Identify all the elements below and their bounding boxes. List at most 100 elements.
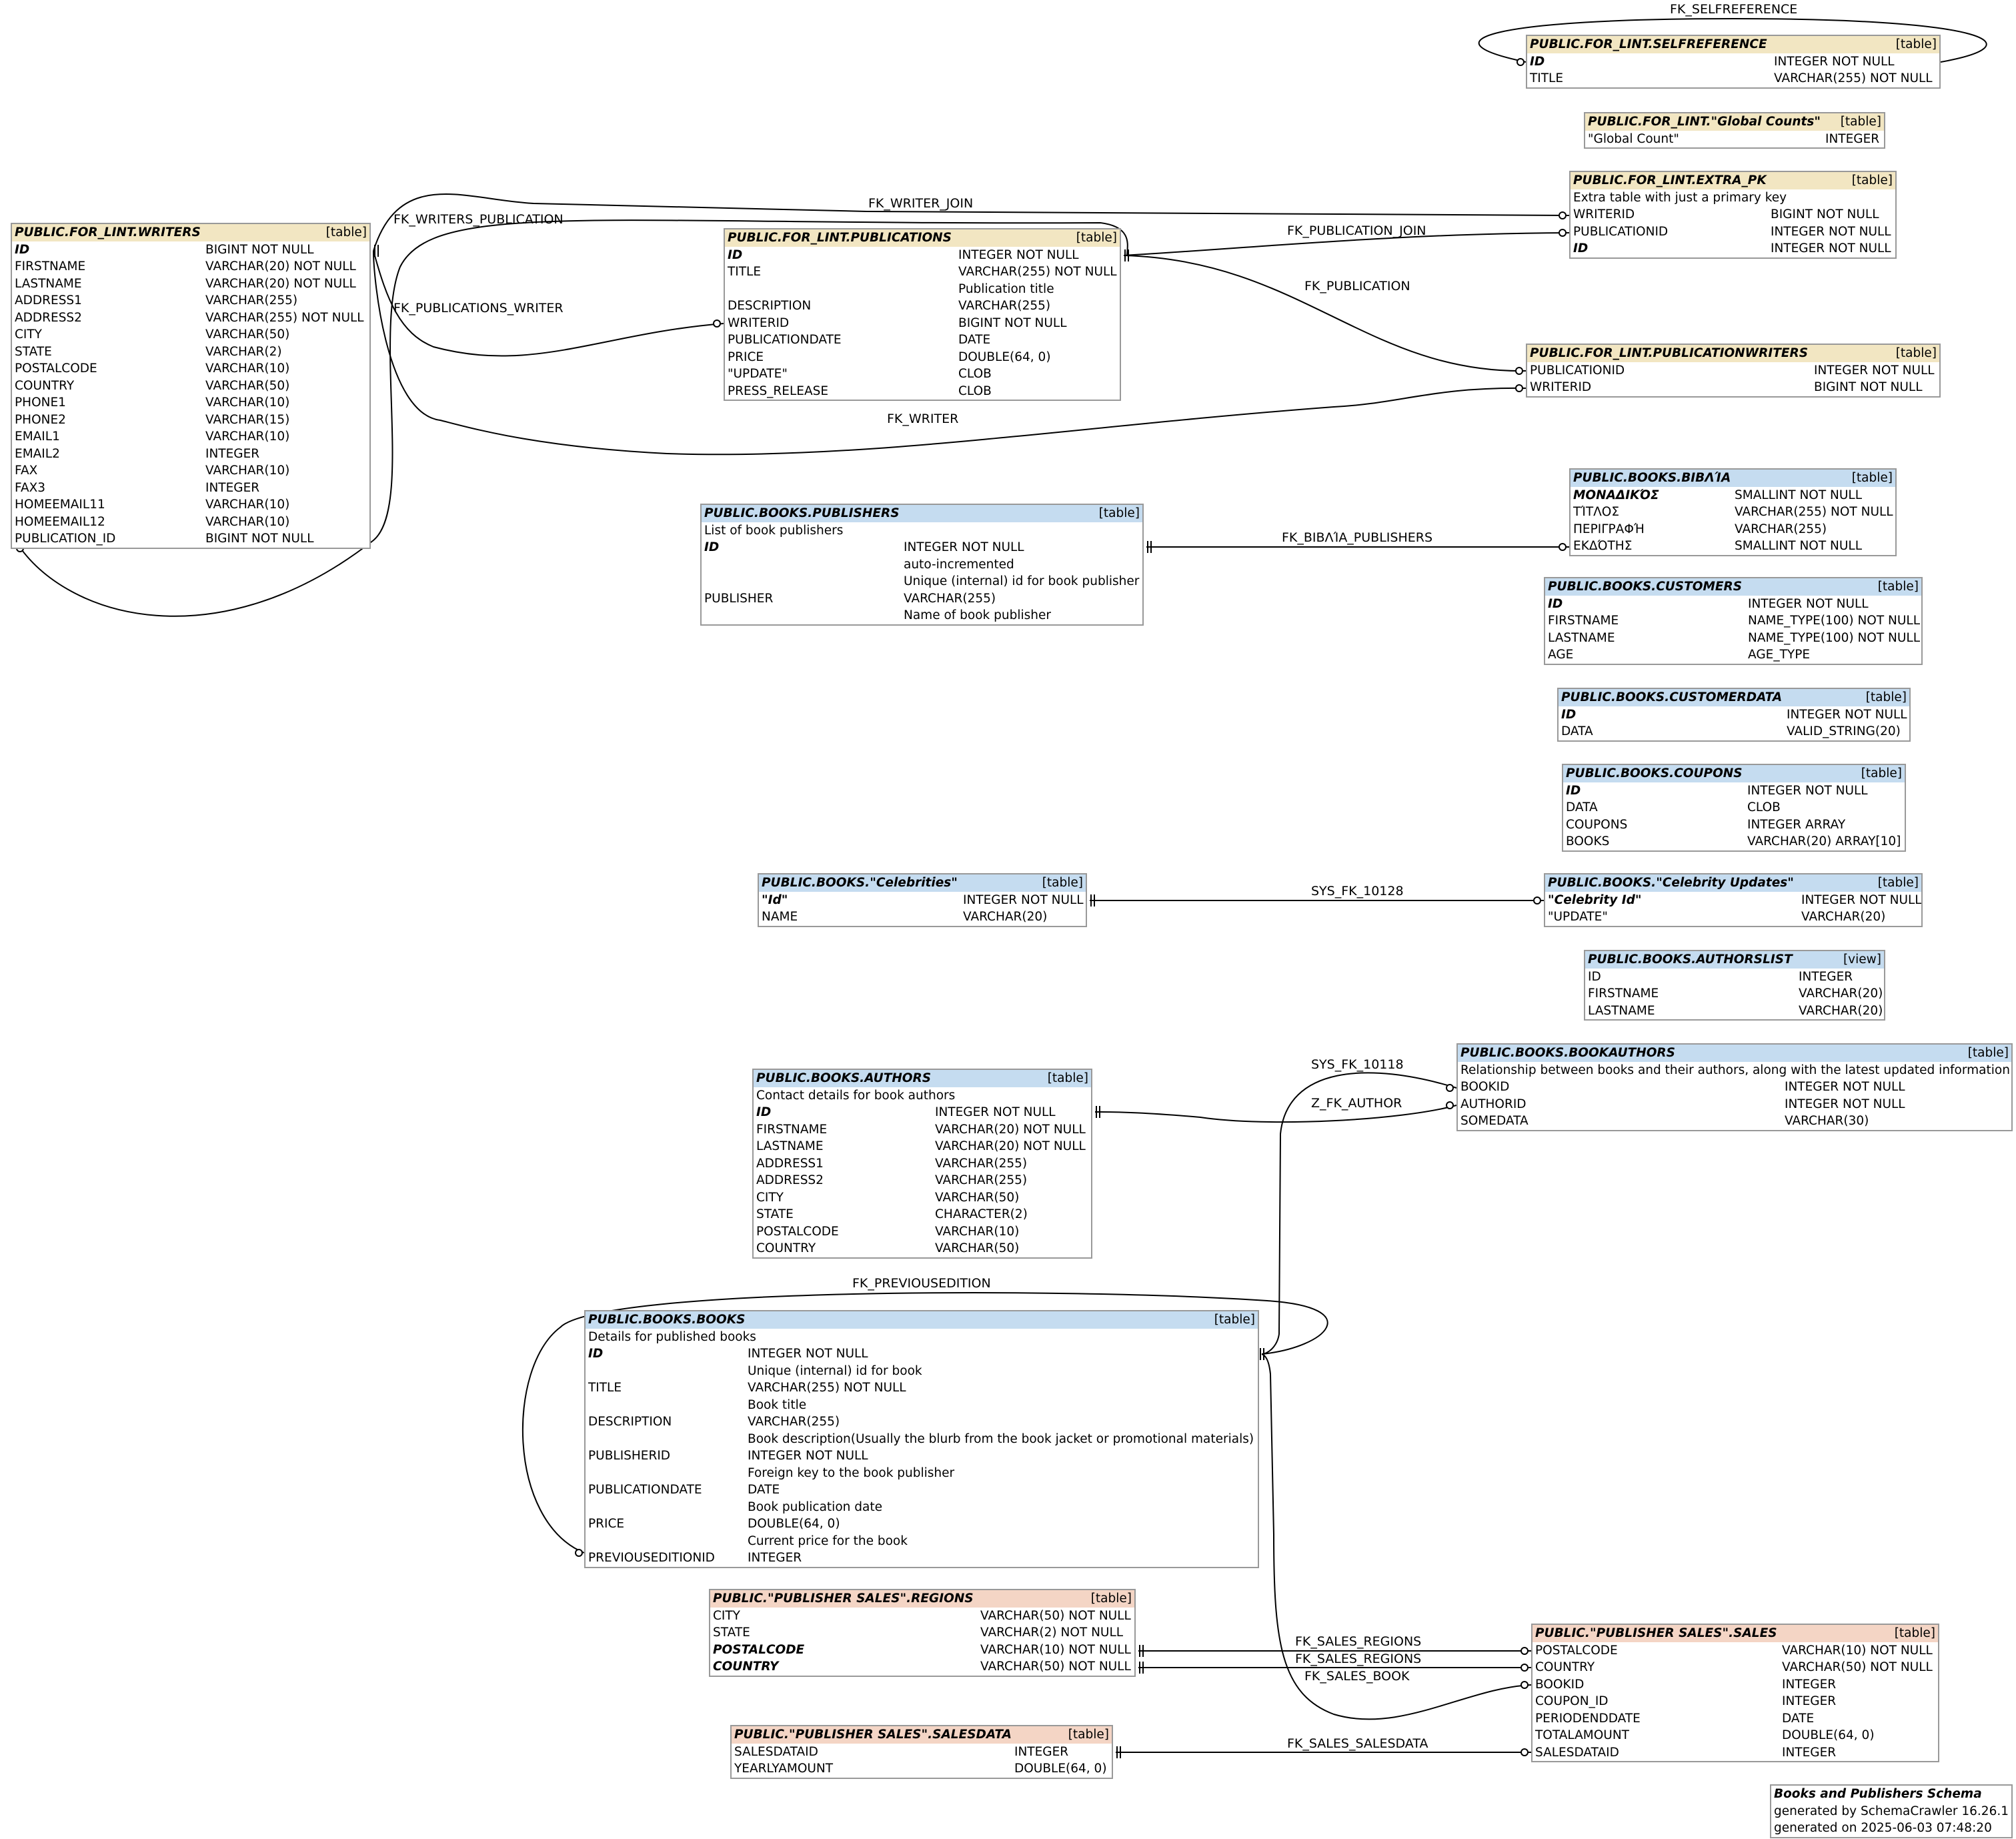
column-row: "Global Count" INTEGER [1585,131,1884,148]
table-kind: [table] [1851,471,1893,485]
column-type: VARCHAR(20) ARRAY[10] [1747,834,1901,848]
column-name: BOOKID [1535,1677,1585,1692]
edge-fk-sales-book [1261,1353,1532,1720]
column-type: VARCHAR(255) NOT NULL [1774,71,1933,85]
column-type: CLOB [958,384,992,398]
column-type: VARCHAR(255) [935,1173,1028,1187]
table-header: PUBLIC.BOOKS.PUBLISHERS[table] [702,505,1142,522]
column-name: CITY [756,1190,784,1205]
column-name: STATE [15,344,52,359]
column-name: HOMEEMAIL12 [15,514,105,529]
column-type: INTEGER NOT NULL [1785,1080,1905,1094]
edge-sys-fk-10118 [1261,1072,1457,1355]
table-kind: [table] [1840,115,1881,129]
column-name: PHONE2 [15,412,66,427]
column-type: INTEGER [1825,131,1880,146]
column-name: LASTNAME [1588,1003,1655,1018]
column-type: INTEGER NOT NULL [748,1347,868,1361]
table-name: PUBLIC.BOOKS.AUTHORS [756,1071,932,1085]
column-type: VARCHAR(20) [1799,1003,1883,1018]
column-name: PUBLICATIONID [1530,363,1625,378]
column-name: ID [1530,54,1545,69]
edge-label-fk-biblia-publishers: FK_ΒΙΒΛΊΑ_PUBLISHERS [1282,530,1432,545]
table-authors: PUBLIC.BOOKS.AUTHORS[table]Contact detai… [752,1069,1092,1259]
table-header: PUBLIC.FOR_LINT.PUBLICATIONWRITERS[table… [1527,345,1939,362]
column-type: INTEGER [1782,1677,1837,1692]
legend-generator: generated by SchemaCrawler 16.26.1 [1774,1804,2009,1818]
table-header: PUBLIC.BOOKS."Celebrity Updates"[table] [1545,874,1921,892]
table-header: PUBLIC."PUBLISHER SALES".SALES[table] [1533,1625,1938,1642]
column-row: "Celebrity Id" INTEGER NOT NULL [1545,892,1921,909]
column-type: VARCHAR(10) [205,498,290,512]
column-type: CLOB [958,367,992,381]
column-type: VARCHAR(10) [935,1224,1020,1239]
column-type: CHARACTER(2) [935,1207,1028,1221]
column-name: "Global Count" [1588,131,1679,146]
edge-label-fk-sales-regions-country: FK_SALES_REGIONS [1295,1652,1421,1666]
column-type: VARCHAR(10) [205,430,290,444]
column-name: PRICE [588,1517,625,1531]
edge-label-sys-fk-10118: SYS_FK_10118 [1311,1057,1404,1072]
column-name: FIRSTNAME [756,1122,828,1137]
column-name: COUNTRY [15,378,75,393]
table-remarks: Contact details for book authors [756,1088,956,1103]
column-type: VARCHAR(10) [205,396,290,410]
column-name: TOTALAMOUNT [1535,1728,1629,1742]
column-type: VARCHAR(255) [958,299,1051,313]
table-header: PUBLIC.FOR_LINT.EXTRA_PK[table] [1571,172,1895,189]
column-type: VARCHAR(10) NOT NULL [1782,1643,1933,1658]
column-name: ΤΊΤΛΟΣ [1573,505,1620,519]
edge-label-z-fk-author: Z_FK_AUTHOR [1311,1096,1402,1111]
column-name: POSTALCODE [713,1642,805,1657]
legend-date: generated on 2025-06-03 07:48:20 [1774,1821,1992,1835]
table-name: PUBLIC."PUBLISHER SALES".SALES [1535,1626,1777,1640]
column-type: INTEGER NOT NULL [1771,224,1891,239]
column-name: LASTNAME [15,276,82,291]
table-header: PUBLIC.FOR_LINT.WRITERS[table] [12,224,369,241]
table-name: PUBLIC.BOOKS.AUTHORSLIST [1588,953,1793,967]
column-type: Unique (internal) id for book [748,1363,922,1378]
column-name: "UPDATE" [1548,910,1608,924]
column-name: FIRSTNAME [1548,614,1619,628]
column-name: "Celebrity Id" [1548,892,1642,907]
edge-label-fk-writer-join: FK_WRITER_JOIN [868,196,973,211]
table-header: PUBLIC."PUBLISHER SALES".SALESDATA[table… [732,1726,1112,1744]
column-row: POSTALCODE VARCHAR(10) NOT NULL [1533,1642,1938,1660]
table-header: PUBLIC.BOOKS.ΒΙΒΛΊΑ[table] [1571,470,1895,487]
column-name: POSTALCODE [1535,1643,1618,1658]
column-type: DOUBLE(64, 0) [1782,1728,1875,1742]
column-name: SALESDATAID [734,1744,818,1759]
table-salesdata: PUBLIC."PUBLISHER SALES".SALESDATA[table… [730,1725,1113,1779]
column-type: VARCHAR(20) NOT NULL [935,1139,1086,1153]
column-type: INTEGER NOT NULL [1801,892,1922,907]
column-type: VARCHAR(255) [748,1415,840,1429]
table-header: PUBLIC.BOOKS.BOOKAUTHORS[table] [1458,1045,2011,1062]
column-type: INTEGER NOT NULL [1747,783,1868,798]
table-celebrities: PUBLIC.BOOKS."Celebrities"[table]"Id"INT… [758,873,1087,927]
column-name: STATE [756,1207,794,1221]
table-header: PUBLIC.FOR_LINT."Global Counts"[table] [1585,113,1884,131]
